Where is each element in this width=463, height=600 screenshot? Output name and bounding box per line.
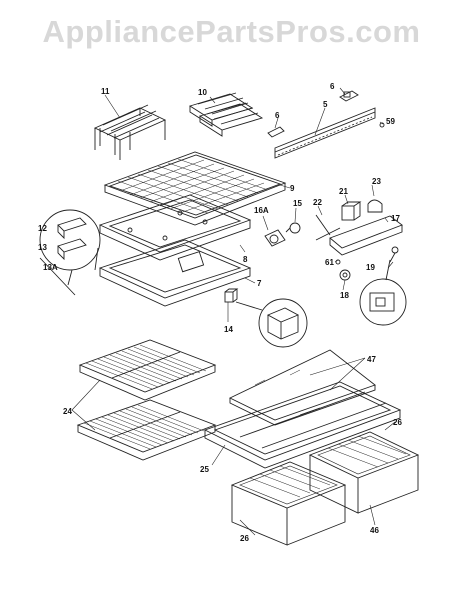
- part-18[interactable]: [339, 269, 351, 281]
- part-14-small[interactable]: [224, 288, 239, 303]
- bulb-part-15[interactable]: [285, 222, 301, 234]
- label-part-13: 13: [38, 243, 47, 252]
- label-part-26-left: 26: [240, 534, 249, 543]
- bracket-part-6-left[interactable]: [267, 126, 285, 138]
- glass-top-part-47[interactable]: [228, 349, 376, 426]
- crisper-drawer-part-26-right[interactable]: [308, 431, 420, 514]
- label-part-6-top: 6: [330, 82, 335, 91]
- wire-shelf-part-24-upper[interactable]: [78, 339, 217, 401]
- crisper-drawer-part-26-left[interactable]: [230, 461, 347, 546]
- shelf-frame-part-8[interactable]: [98, 194, 252, 261]
- label-part-46: 46: [370, 526, 379, 535]
- label-part-17: 17: [391, 214, 400, 223]
- crisper-frame-part-25[interactable]: [203, 381, 402, 469]
- label-part-59: 59: [386, 117, 395, 126]
- watermark: AppliancePartsPros.com: [42, 14, 421, 49]
- label-part-10: 10: [198, 88, 207, 97]
- label-part-12: 12: [38, 224, 47, 233]
- wire-shelf-part-24-lower[interactable]: [76, 399, 217, 461]
- label-part-7: 7: [257, 279, 262, 288]
- label-part-5: 5: [323, 100, 328, 109]
- label-part-26-right: 26: [393, 418, 402, 427]
- label-part-22: 22: [313, 198, 322, 207]
- part-16a[interactable]: [264, 229, 286, 247]
- wire-rack-part-11[interactable]: [93, 104, 167, 160]
- label-part-9: 9: [290, 184, 295, 193]
- label-part-61: 61: [325, 258, 334, 267]
- label-part-25: 25: [200, 465, 209, 474]
- label-part-13a: 13A: [43, 263, 58, 272]
- label-part-6-left: 6: [275, 111, 280, 120]
- ice-trays-part-10[interactable]: [188, 92, 264, 137]
- label-part-21: 21: [339, 187, 348, 196]
- label-part-18: 18: [340, 291, 349, 300]
- label-part-24: 24: [63, 407, 72, 416]
- inset-part-14[interactable]: [235, 298, 308, 348]
- glass-shelf-part-9[interactable]: [103, 151, 287, 226]
- label-part-14: 14: [224, 325, 233, 334]
- label-part-19: 19: [366, 263, 375, 272]
- leader-lines: [71, 87, 396, 536]
- parts-61-19[interactable]: [335, 246, 399, 265]
- inset-parts-12-13[interactable]: [39, 209, 101, 296]
- label-part-8: 8: [243, 255, 248, 264]
- label-part-16a: 16A: [254, 206, 269, 215]
- part-22[interactable]: [315, 214, 341, 241]
- label-part-23: 23: [372, 177, 381, 186]
- rail-part-5[interactable]: [274, 107, 376, 159]
- shelf-frame-part-7[interactable]: [98, 239, 252, 307]
- label-part-11: 11: [101, 87, 110, 96]
- bracket-part-6-top[interactable]: [339, 90, 359, 102]
- control-box-part-17[interactable]: [329, 215, 403, 256]
- inset-control[interactable]: [359, 259, 407, 326]
- label-part-47: 47: [367, 355, 376, 364]
- part-21[interactable]: [341, 201, 362, 221]
- part-23[interactable]: [367, 199, 383, 213]
- label-part-15: 15: [293, 199, 302, 208]
